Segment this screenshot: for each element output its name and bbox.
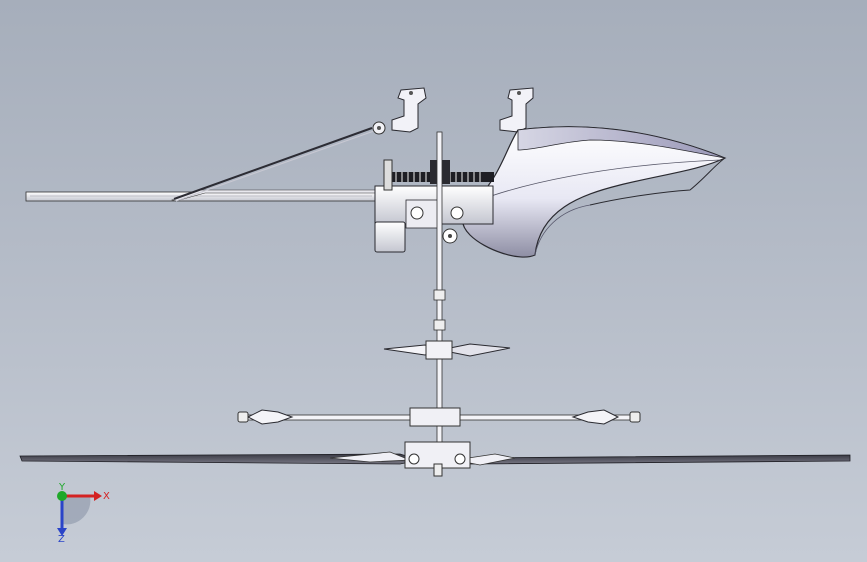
x-axis-label: X — [103, 491, 110, 502]
y-axis-label: Y — [58, 482, 66, 493]
z-axis-label: Z — [58, 534, 65, 542]
right-mount-hook — [499, 87, 534, 133]
upper-rotor — [383, 340, 511, 360]
y-axis-arrow: Y — [57, 482, 67, 501]
left-mount-hook — [391, 87, 427, 133]
canopy — [461, 126, 727, 258]
x-axis-arrow: X — [62, 491, 110, 502]
z-axis-arrow: Z — [57, 496, 67, 542]
tail-pushrod — [173, 121, 386, 202]
flybar — [237, 407, 641, 427]
main-rotor — [19, 441, 851, 477]
coordinate-triad: X Z Y — [57, 482, 110, 542]
